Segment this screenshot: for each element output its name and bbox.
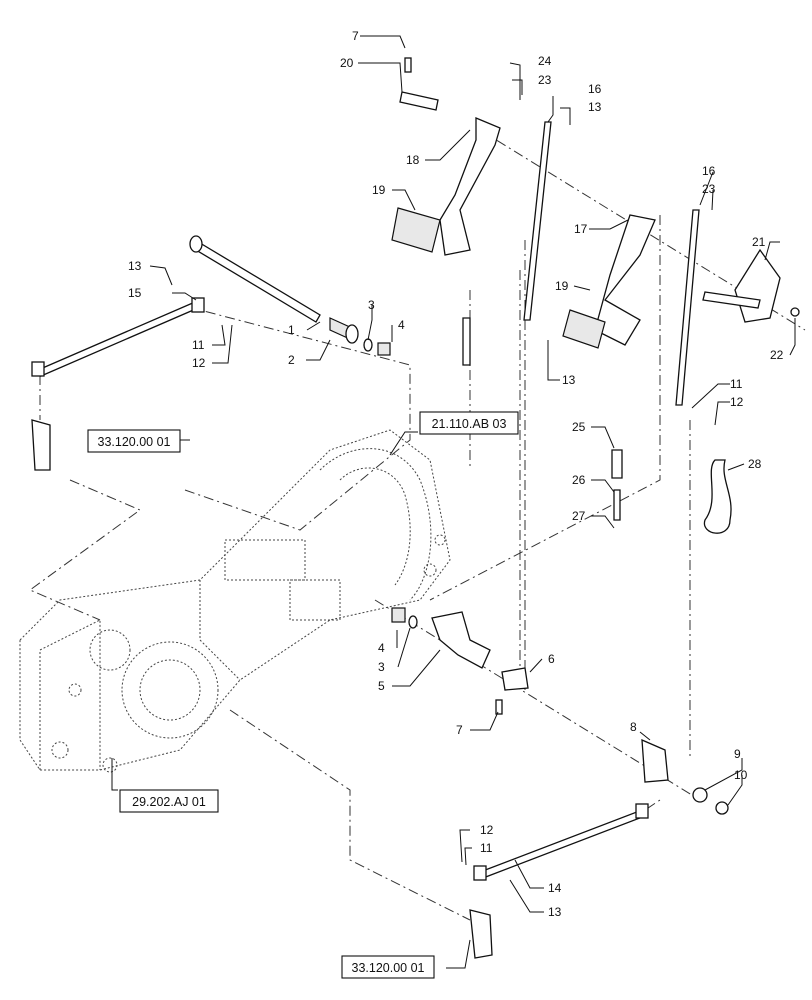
bracket-21: [734, 248, 781, 323]
callout-9: 9: [734, 747, 741, 761]
bolt-22: [790, 307, 800, 317]
callout-21: 21: [752, 235, 766, 249]
shaft-arm: [189, 235, 203, 253]
callout-4: 4: [398, 318, 405, 332]
washer: [363, 338, 373, 352]
callout-12: 12: [480, 823, 494, 837]
pedal-pad-19b: [562, 309, 606, 349]
cross-shaft-assembly: [31, 235, 391, 471]
callout-6: 6: [548, 652, 555, 666]
callout-15: 15: [128, 286, 142, 300]
bushing-small: [377, 342, 391, 356]
pedal-assembly: [391, 57, 800, 534]
reference-label: 29.202.AJ 01: [132, 795, 206, 809]
transmission-housing: [19, 429, 451, 773]
lever-5: [431, 611, 491, 669]
brake-pedal-18: [439, 117, 501, 256]
reference-label: 33.120.00 01: [98, 435, 171, 449]
callout-26: 26: [572, 473, 586, 487]
reference-box-top-left[interactable]: 33.120.00 01: [87, 429, 181, 453]
callout-16: 16: [702, 164, 716, 178]
lever-8: [641, 738, 669, 783]
lever-rod-15: [37, 301, 199, 377]
washer-3b: [408, 615, 418, 629]
callout-10: 10: [734, 768, 748, 782]
callout-14: 14: [548, 881, 562, 895]
rod-14: [479, 809, 646, 879]
callout-20: 20: [340, 56, 354, 70]
lower-linkage: [391, 607, 729, 959]
callout-28: 28: [748, 457, 762, 471]
callout-27: 27: [572, 509, 586, 523]
reference-box-center[interactable]: 21.110.AB 03: [419, 411, 519, 435]
pin-26: [613, 489, 621, 521]
rod-16-left: [523, 121, 552, 321]
callout-11: 11: [730, 377, 743, 391]
pedal-shaft-20: [399, 91, 439, 111]
callout-16: 16: [588, 82, 602, 96]
callout-7: 7: [352, 29, 359, 43]
callout-4: 4: [378, 641, 385, 655]
leader-lines: [111, 35, 796, 969]
callouts: 7 20 24 23 16 13 18 19 16 23 17 21 19 22…: [128, 29, 784, 919]
callout-13: 13: [548, 905, 562, 919]
bushing-4b: [391, 607, 406, 623]
ring-10: [715, 801, 729, 815]
callout-24: 24: [538, 54, 552, 68]
reference-box-bottom-left[interactable]: 29.202.AJ 01: [119, 789, 219, 813]
spring-left: [462, 317, 471, 366]
callout-12: 12: [730, 395, 744, 409]
reference-label: 21.110.AB 03: [432, 417, 507, 431]
callout-22: 22: [770, 348, 784, 362]
callout-7: 7: [456, 723, 463, 737]
callout-17: 17: [574, 222, 588, 236]
callout-1: 1: [288, 323, 295, 337]
callout-11: 11: [192, 338, 205, 352]
pin-7: [404, 57, 412, 73]
cross-shaft: [190, 239, 321, 323]
callout-3: 3: [378, 660, 385, 674]
pin-7b: [495, 699, 503, 715]
pedal-pad-19: [391, 207, 441, 253]
callout-5: 5: [378, 679, 385, 693]
rod-16-right: [675, 209, 700, 406]
callout-3: 3: [368, 298, 375, 312]
callout-2: 2: [288, 353, 295, 367]
spring-25: [611, 449, 623, 479]
callout-11: 11: [480, 841, 493, 855]
callout-12: 12: [192, 356, 206, 370]
callout-25: 25: [572, 420, 586, 434]
washer-9: [692, 787, 708, 803]
callout-23: 23: [702, 182, 716, 196]
reference-box-bottom[interactable]: 33.120.00 01: [341, 955, 435, 979]
callout-19: 19: [555, 279, 569, 293]
spring-28: [703, 459, 732, 534]
clevis-top-left: [31, 419, 51, 471]
callout-13: 13: [128, 259, 142, 273]
clevis-bottom: [469, 909, 493, 959]
clevis-6: [501, 667, 529, 691]
callout-13: 13: [562, 373, 576, 387]
callout-19: 19: [372, 183, 386, 197]
callout-23: 23: [538, 73, 552, 87]
callout-18: 18: [406, 153, 420, 167]
callout-8: 8: [630, 720, 637, 734]
brake-pedal-17: [594, 214, 656, 346]
callout-13: 13: [588, 100, 602, 114]
reference-label: 33.120.00 01: [352, 961, 425, 975]
